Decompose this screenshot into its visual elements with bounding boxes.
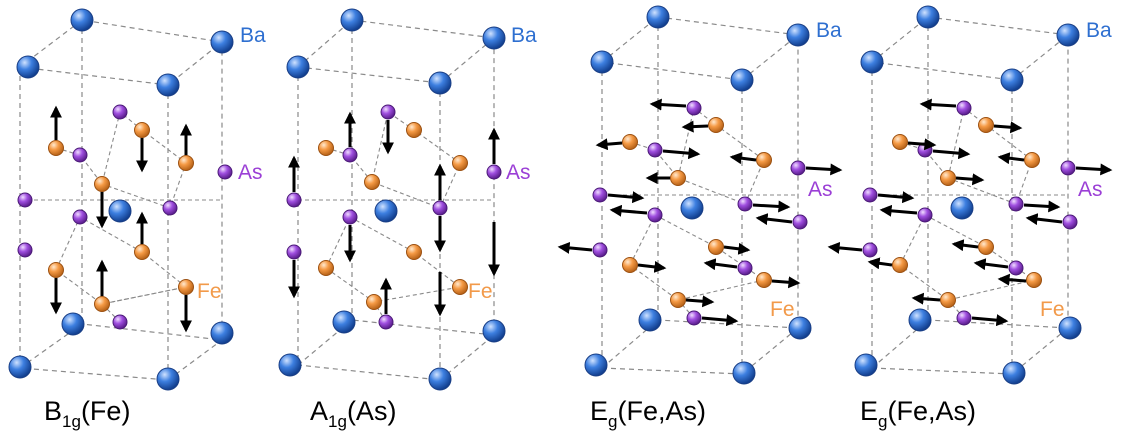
ba-label: Ba <box>240 24 266 47</box>
mode-subscript: g <box>878 412 887 431</box>
displacement-arrows <box>827 98 1113 327</box>
displacement-arrows <box>557 98 843 327</box>
fe-atoms <box>622 117 772 308</box>
mode-label: A1g(As) <box>310 396 396 431</box>
ba-atoms <box>854 5 1082 385</box>
fe-label: Fe <box>1040 298 1065 321</box>
mode-tail: (Fe,As) <box>617 396 706 426</box>
ba-label: Ba <box>511 24 537 47</box>
as-label: As <box>1078 178 1103 201</box>
mode-main: A <box>310 396 328 426</box>
as-label: As <box>506 161 531 184</box>
mode-subscript: 1g <box>62 412 81 431</box>
displacement-arrows <box>288 111 500 317</box>
mode-label: B1g(Fe) <box>44 396 130 431</box>
mode-label: Eg(Fe,As) <box>860 396 976 431</box>
fe-atoms <box>892 117 1042 308</box>
as-atoms <box>17 104 233 330</box>
mode-subscript: 1g <box>328 412 347 431</box>
mode-subscript: g <box>608 412 617 431</box>
fe-label: Fe <box>197 280 222 303</box>
mode-tail: (As) <box>347 396 397 426</box>
ba-atoms <box>278 8 506 391</box>
fe-label: Fe <box>468 280 493 303</box>
as-atoms <box>862 100 1078 326</box>
fe-label: Fe <box>770 298 795 321</box>
as-label: As <box>808 178 833 201</box>
ba-atoms <box>8 8 234 391</box>
ba-atoms <box>584 5 812 385</box>
fe-atoms <box>318 122 468 310</box>
fe-as-bonds <box>629 107 766 319</box>
panel-eg-fe-as-1: Ba As Fe Eg(Fe,As) <box>557 5 843 431</box>
as-atoms <box>592 100 808 326</box>
mode-tail: (Fe,As) <box>887 396 976 426</box>
mode-main: E <box>860 396 878 426</box>
ba-label: Ba <box>1086 19 1112 42</box>
mode-tail: (Fe) <box>81 396 131 426</box>
panel-a1g-as: Ba As Fe A1g(As) <box>278 8 537 431</box>
mode-main: B <box>44 396 62 426</box>
fe-as-bonds <box>899 107 1036 319</box>
ba-label: Ba <box>816 19 842 42</box>
as-atoms <box>286 104 502 330</box>
panel-eg-fe-as-2: Ba As Fe Eg(Fe,As) <box>827 5 1113 431</box>
fe-atoms <box>48 122 194 312</box>
mode-main: E <box>590 396 608 426</box>
displacement-arrows <box>50 105 192 333</box>
panel-b1g-fe: As Fe B1g(Fe) <box>8 8 263 431</box>
as-label: As <box>238 161 263 184</box>
unit-cell-frame <box>297 19 496 381</box>
mode-label: Eg(Fe,As) <box>590 396 706 431</box>
